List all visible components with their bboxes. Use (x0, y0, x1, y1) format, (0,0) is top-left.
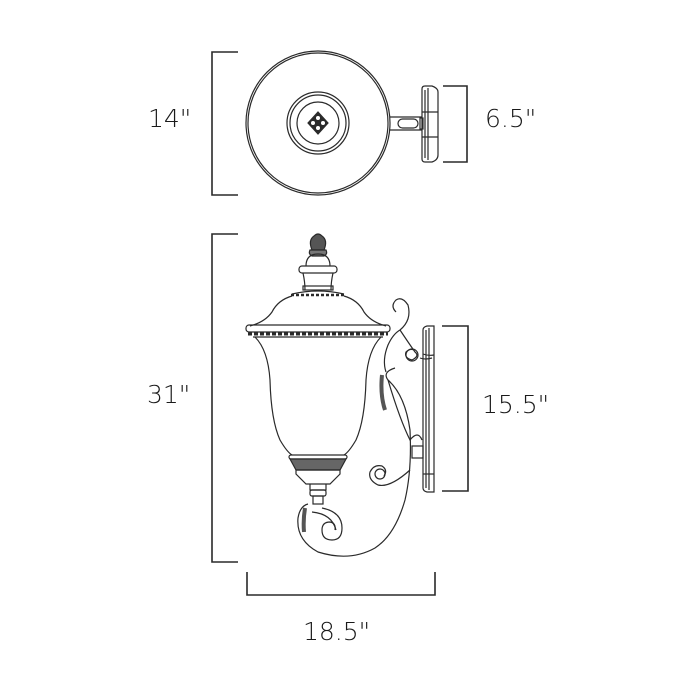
bracket-14in (211, 51, 238, 196)
top-arm (390, 116, 422, 131)
label-extension: 18.5" (303, 617, 371, 646)
side-view (211, 233, 469, 596)
glass-body (254, 336, 382, 456)
finial-ring-inner (296, 101, 340, 145)
top-shade-outer (245, 50, 391, 196)
finial-diamond-icon (307, 111, 329, 135)
finial-ring-outer (286, 91, 350, 155)
bracket-15-5in (442, 325, 469, 492)
top-shade-inner (247, 52, 389, 194)
top-view (211, 50, 468, 196)
lower-scroll (297, 367, 412, 557)
backplate (422, 325, 435, 493)
label-overall-height: 31" (147, 380, 191, 409)
label-plate-width: 6.5" (485, 104, 537, 133)
top-mount-plate (421, 85, 439, 163)
bracket-31in (211, 233, 238, 563)
lantern-roof (249, 295, 387, 327)
cap-dome (305, 253, 331, 267)
label-plate-height: 15.5" (482, 390, 550, 419)
finial-top (309, 233, 327, 251)
label-top-depth: 14" (148, 104, 192, 133)
finial-ring-mid (289, 94, 347, 152)
bracket-18-5in (246, 572, 436, 596)
bottom-band (288, 458, 348, 471)
middle-scroll (369, 465, 411, 487)
upper-arm (387, 379, 423, 442)
bracket-6-5in (443, 85, 468, 163)
